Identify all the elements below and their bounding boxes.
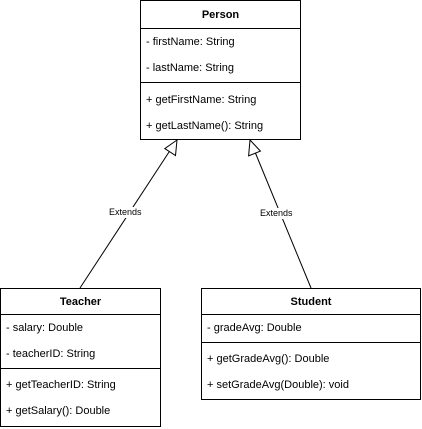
- class-person-attribute: - firstName: String: [146, 36, 235, 48]
- class-teacher-method: + getSalary(): Double: [6, 405, 111, 417]
- class-person: Person - firstName: String - lastName: S…: [140, 0, 301, 140]
- class-teacher-attribute: - teacherID: String: [6, 348, 96, 360]
- class-student: Student - gradeAvg: Double + getGradeAvg…: [201, 288, 421, 400]
- class-person-name: Person: [141, 1, 300, 29]
- class-teacher-name: Teacher: [1, 289, 160, 315]
- student-extends-label: Extends: [259, 208, 294, 219]
- class-person-method: + getFirstName: String: [146, 94, 257, 106]
- class-student-attribute: - gradeAvg: Double: [207, 322, 302, 334]
- class-person-method: + getLastName(): String: [146, 120, 264, 132]
- teacher-extends-person-arrowhead: [163, 138, 178, 157]
- student-extends-person-arrowhead: [248, 138, 262, 157]
- class-student-methods: + getGradeAvg(): Double + setGradeAvg(Do…: [202, 343, 420, 398]
- student-extends-person-line: [254, 151, 312, 289]
- class-teacher-attribute: - salary: Double: [6, 322, 84, 334]
- class-teacher-method: + getTeacherID: String: [6, 379, 116, 391]
- class-teacher: Teacher - salary: Double - teacherID: St…: [0, 288, 161, 427]
- class-teacher-attributes: - salary: Double - teacherID: String: [1, 315, 160, 369]
- class-student-method: + setGradeAvg(Double): void: [207, 379, 349, 391]
- class-person-attributes: - firstName: String - lastName: String: [141, 29, 300, 83]
- class-student-method: + getGradeAvg(): Double: [207, 353, 330, 365]
- teacher-extends-label: Extends: [108, 207, 143, 218]
- class-person-attribute: - lastName: String: [146, 62, 235, 74]
- class-student-attributes: - gradeAvg: Double: [202, 315, 420, 343]
- teacher-extends-person-line: [79, 148, 172, 289]
- class-teacher-methods: + getTeacherID: String + getSalary(): Do…: [1, 369, 160, 424]
- class-student-name: Student: [202, 289, 420, 315]
- class-person-methods: + getFirstName: String + getLastName(): …: [141, 83, 300, 139]
